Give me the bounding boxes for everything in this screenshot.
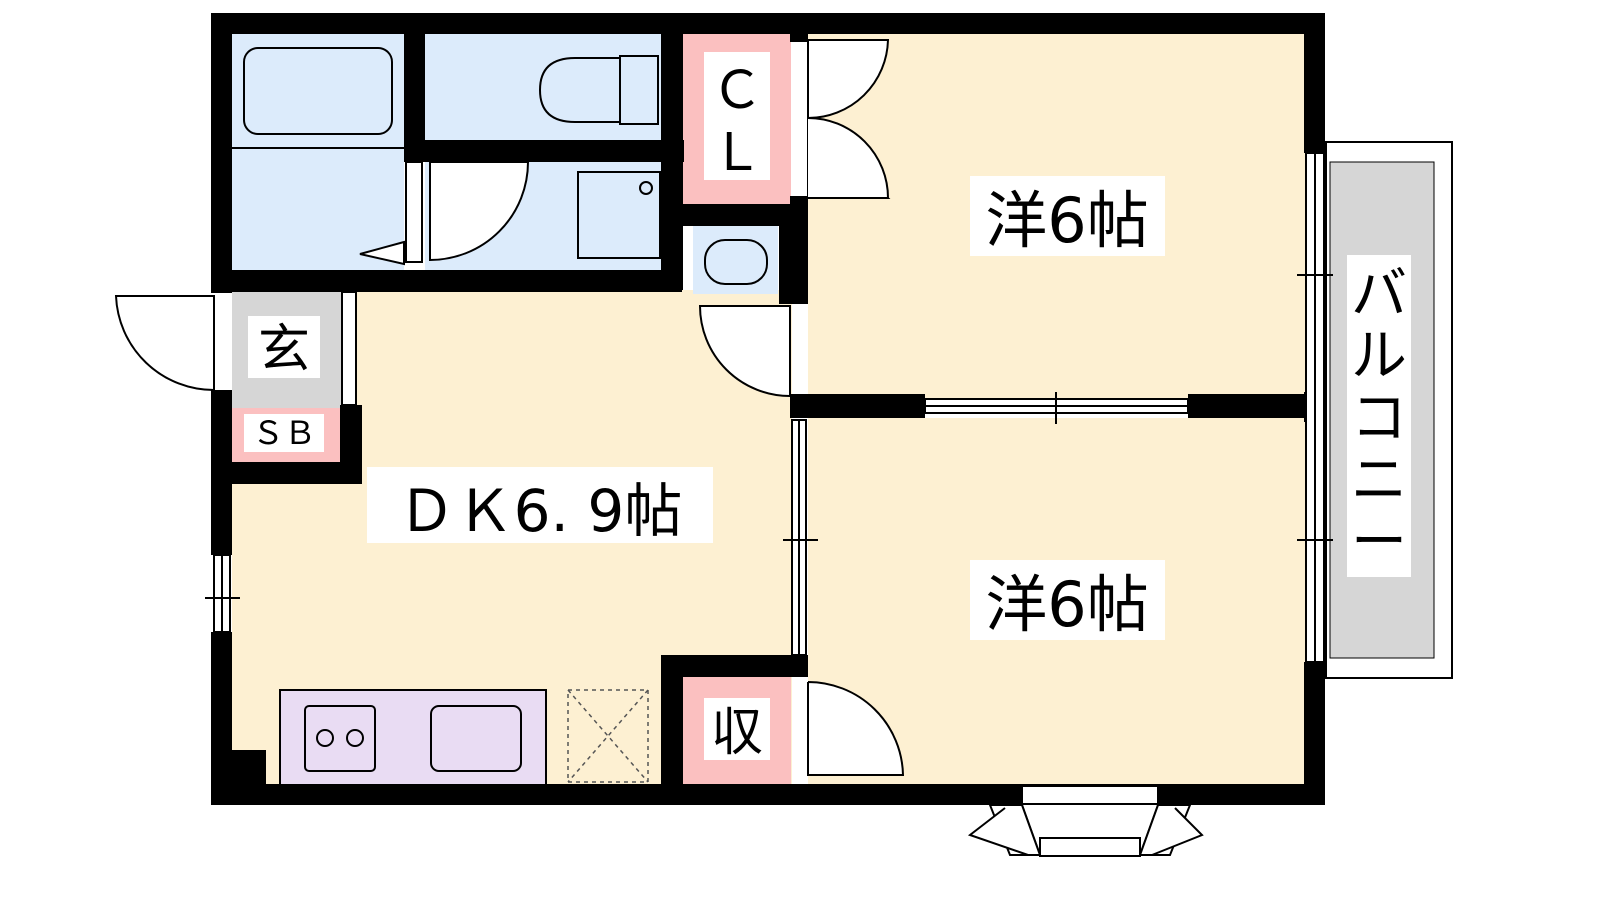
- western-room-upper-label: 洋6帖: [985, 184, 1148, 257]
- bay-window: [967, 785, 1204, 857]
- doors: [114, 39, 905, 776]
- balcony-label: バ ル コ ニ ー: [1351, 262, 1407, 575]
- storage-label: 収: [711, 703, 763, 763]
- washing-machine-pan: [577, 171, 661, 259]
- windows: [205, 152, 1333, 663]
- wash-basin: [704, 239, 768, 285]
- drain: [639, 181, 653, 195]
- shoe-box-label-bg: [244, 414, 324, 452]
- burner-right: [346, 729, 364, 747]
- sink-floor: [693, 226, 778, 294]
- balcony-char-5: ー: [1351, 510, 1407, 575]
- dk-label: ＤＫ6. 9帖: [398, 477, 683, 545]
- fridge-space: [567, 689, 649, 783]
- balcony-char-4: ニ: [1351, 448, 1407, 513]
- entrance-label: 玄: [258, 320, 310, 380]
- burner-left: [316, 729, 334, 747]
- toilet-tank: [619, 55, 659, 125]
- kitchen-sink: [430, 705, 522, 772]
- toilet-bowl: [538, 57, 621, 123]
- dk-label-bg: [367, 467, 713, 543]
- balcony-char-3: コ: [1351, 386, 1407, 451]
- gas-stove: [304, 705, 376, 772]
- closet-label-bg: [704, 52, 770, 180]
- closet-label-c: Ｃ: [711, 61, 763, 121]
- balcony-char-1: バ: [1351, 262, 1407, 327]
- western-upper-label-bg: [970, 176, 1165, 256]
- storage-label-bg: [704, 698, 770, 760]
- balcony-label-bg: [1347, 255, 1411, 577]
- balcony-char-2: ル: [1351, 324, 1407, 389]
- entrance-label-bg: [248, 316, 320, 378]
- western-lower-label-bg: [970, 560, 1165, 640]
- shoe-box-label: ＳＢ: [252, 414, 316, 452]
- bathtub: [243, 47, 393, 135]
- toilet-floor: [425, 34, 661, 142]
- bathroom-floor: [232, 34, 404, 270]
- closet-label-l: Ｌ: [711, 123, 763, 183]
- western-room-lower-label: 洋6帖: [985, 568, 1148, 641]
- shower-tap: [359, 240, 405, 266]
